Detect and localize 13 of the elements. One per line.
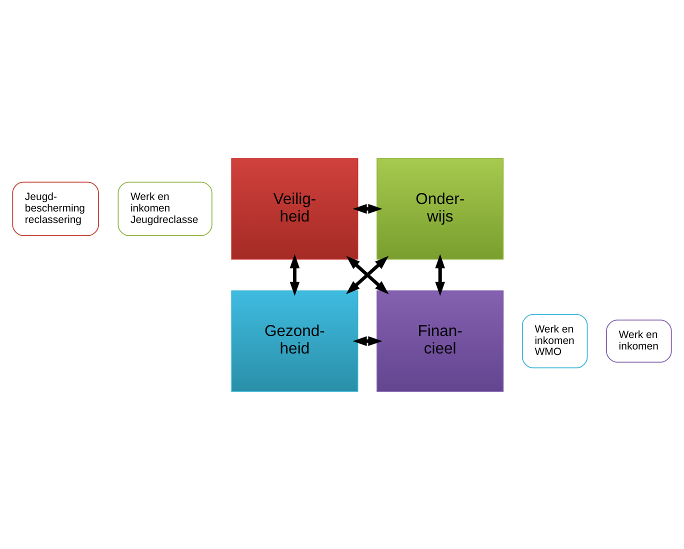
node-box: Werk en inkomen Jeugdreclasse <box>118 181 212 236</box>
arrow <box>352 203 382 214</box>
arrow <box>346 255 389 294</box>
arrow <box>352 336 382 346</box>
node-box: Werk en inkomen WMO <box>522 313 588 368</box>
node-box: Werk en inkomen <box>606 319 672 362</box>
node-box: Onder- wijs <box>376 158 504 260</box>
arrow <box>435 254 446 296</box>
node-box: Veilig- heid <box>231 158 358 260</box>
arrow <box>290 254 300 296</box>
node-box: Finan- cieel <box>376 290 504 392</box>
node-box: Gezond- heid <box>231 290 358 392</box>
node-box: Jeugd- bescherming reclassering <box>12 181 99 236</box>
